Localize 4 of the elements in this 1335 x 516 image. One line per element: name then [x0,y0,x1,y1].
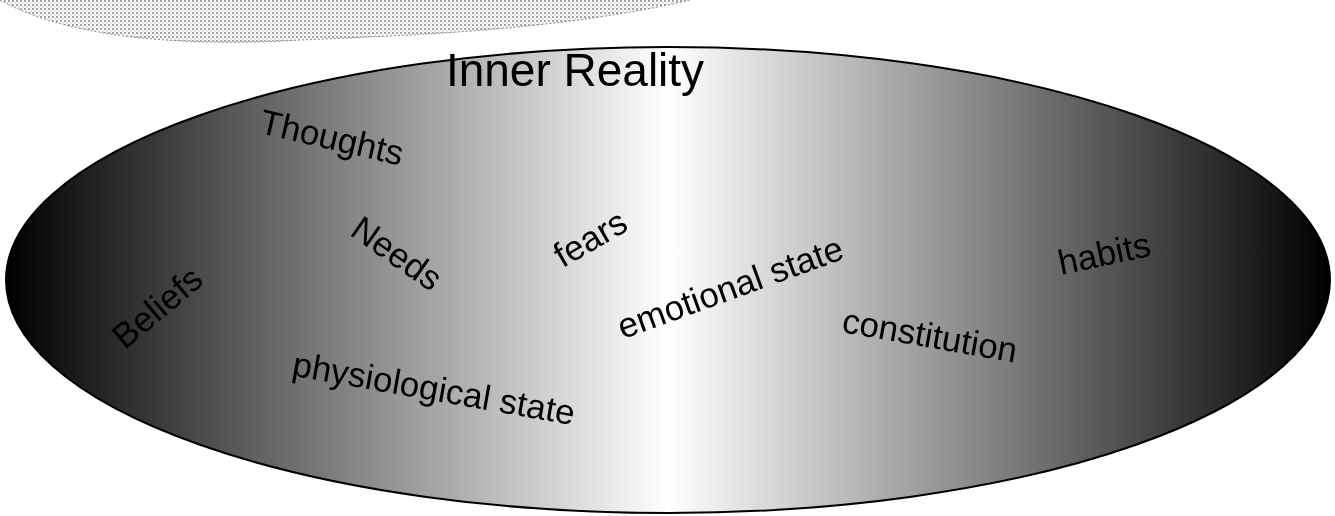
ellipse-word: physiological state [290,345,578,431]
ellipse-word: habits [1054,226,1154,280]
ellipse-word: constitution [839,302,1021,368]
ellipse-word: Thoughts [256,103,408,171]
